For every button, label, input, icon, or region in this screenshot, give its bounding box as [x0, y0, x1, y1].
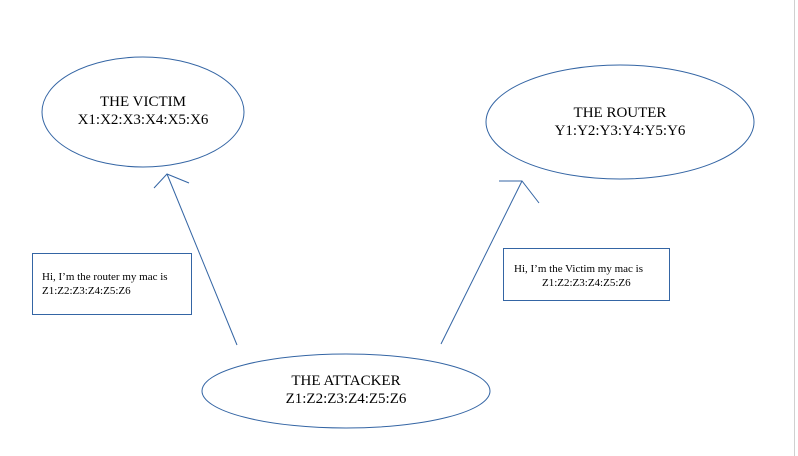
message-to-victim-line2: Z1:Z2:Z3:Z4:Z5:Z6 [42, 285, 131, 297]
router-title: THE ROUTER [573, 105, 667, 121]
victim-mac: X1:X2:X3:X4:X5:X6 [77, 112, 209, 128]
attacker-title: THE ATTACKER [291, 373, 401, 389]
victim-title: THE VICTIM [100, 94, 186, 110]
arrowhead-router [499, 180, 540, 204]
message-to-victim-line1: Hi, I’m the router my mac is [42, 271, 168, 283]
router-label: THE ROUTER Y1:Y2:Y3:Y4:Y5:Y6 [486, 104, 754, 140]
arrow-to-router [440, 180, 523, 345]
arrow-to-victim [166, 173, 238, 346]
attacker-mac: Z1:Z2:Z3:Z4:Z5:Z6 [285, 391, 407, 407]
arrowhead-victim [153, 173, 190, 189]
victim-node [41, 56, 245, 168]
attacker-label: THE ATTACKER Z1:Z2:Z3:Z4:Z5:Z6 [202, 372, 490, 408]
router-mac: Y1:Y2:Y3:Y4:Y5:Y6 [554, 123, 686, 139]
message-box-to-victim: Hi, I’m the router my mac is Z1:Z2:Z3:Z4… [32, 253, 192, 315]
message-to-router-line2: Z1:Z2:Z3:Z4:Z5:Z6 [542, 277, 631, 289]
page-edge-divider [794, 0, 795, 456]
message-to-router-line1: Hi, I’m the Victim my mac is [514, 263, 643, 275]
router-node [485, 64, 755, 180]
attacker-node [201, 353, 491, 429]
message-box-to-router: Hi, I’m the Victim my mac is Z1:Z2:Z3:Z4… [503, 248, 670, 301]
victim-label: THE VICTIM X1:X2:X3:X4:X5:X6 [43, 93, 243, 129]
